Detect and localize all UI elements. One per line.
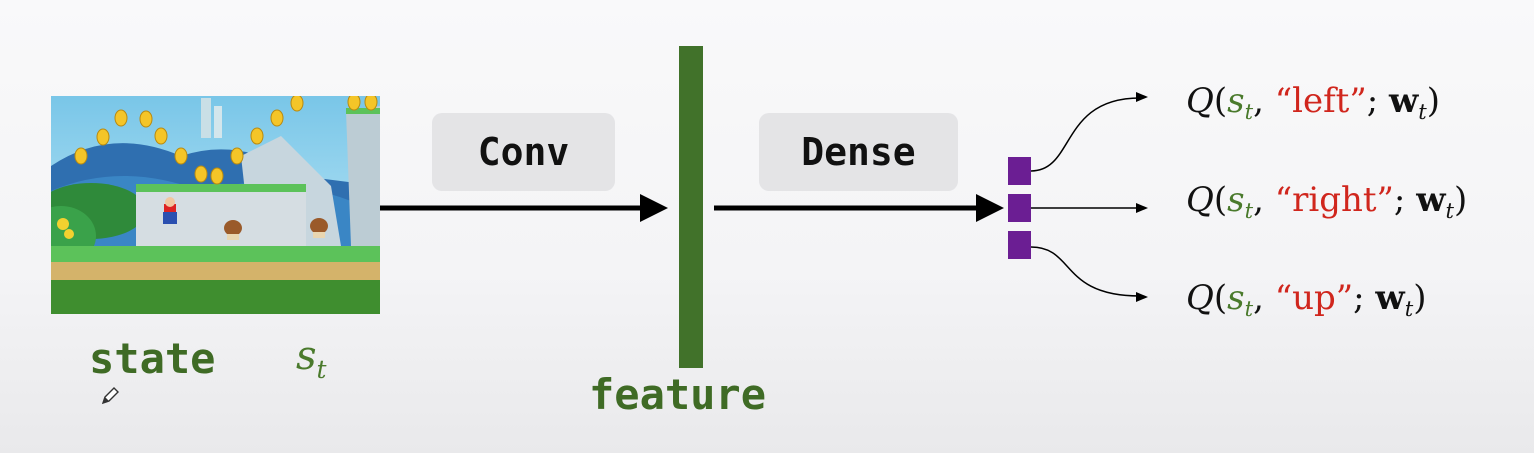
action-right: “right”	[1274, 180, 1394, 220]
feature-label: feature	[589, 370, 767, 419]
branch-arrowhead-up	[1136, 292, 1148, 302]
q-symbol: Q	[1186, 81, 1214, 121]
branch-arrowhead-left	[1136, 92, 1148, 102]
semicolon: ;	[1366, 81, 1379, 121]
state-symbol: st	[296, 333, 327, 382]
q-symbol: Q	[1186, 278, 1214, 318]
state-subscript: t	[1244, 99, 1254, 125]
semicolon: ;	[1353, 278, 1365, 318]
branch-arrowhead-right	[1136, 203, 1148, 213]
action-left: “left”	[1274, 81, 1367, 121]
q-value-up: Q(st, “up”; wt)	[1186, 278, 1427, 319]
game-screenshot	[51, 96, 380, 314]
paren-close: )	[1426, 81, 1441, 121]
state-s: s	[1227, 81, 1245, 121]
paren-close: )	[1453, 180, 1468, 220]
semicolon: ;	[1393, 180, 1406, 220]
action-up: “up”	[1274, 278, 1354, 318]
weights-subscript: t	[1418, 99, 1427, 125]
comma: ,	[1253, 180, 1264, 220]
state-symbol-subscript: t	[316, 354, 327, 384]
state-symbol-s: s	[296, 333, 317, 379]
conv-label: Conv	[477, 130, 570, 174]
state-label: state	[89, 334, 216, 383]
weights-subscript: t	[1404, 296, 1414, 322]
state-s: s	[1227, 180, 1245, 220]
weights-w: w	[1389, 81, 1419, 121]
comma: ,	[1253, 81, 1264, 121]
dense-block: Dense	[759, 113, 958, 191]
branch-curve-left	[1030, 97, 1141, 172]
output-unit-right	[1008, 194, 1031, 222]
pencil-cursor-icon	[101, 387, 119, 405]
comma: ,	[1253, 278, 1264, 318]
output-unit-up	[1008, 231, 1031, 259]
weights-w: w	[1416, 180, 1446, 220]
state-subscript: t	[1244, 296, 1254, 322]
branch-curve-up	[1030, 246, 1141, 297]
paren-open: (	[1213, 180, 1228, 220]
feature-bar	[679, 46, 703, 368]
output-unit-left	[1008, 157, 1031, 185]
paren-open: (	[1213, 278, 1228, 318]
weights-w: w	[1375, 278, 1405, 318]
q-value-right: Q(st, “right”; wt)	[1186, 180, 1468, 221]
conv-arrowhead	[640, 194, 668, 222]
conv-block: Conv	[432, 113, 615, 191]
dense-label: Dense	[801, 130, 916, 174]
dense-arrowhead	[976, 194, 1004, 222]
paren-close: )	[1413, 278, 1427, 318]
state-subscript: t	[1244, 198, 1254, 224]
state-s: s	[1227, 278, 1245, 318]
q-symbol: Q	[1186, 180, 1214, 220]
weights-subscript: t	[1445, 198, 1454, 224]
q-value-left: Q(st, “left”; wt)	[1186, 81, 1441, 122]
paren-open: (	[1213, 81, 1228, 121]
